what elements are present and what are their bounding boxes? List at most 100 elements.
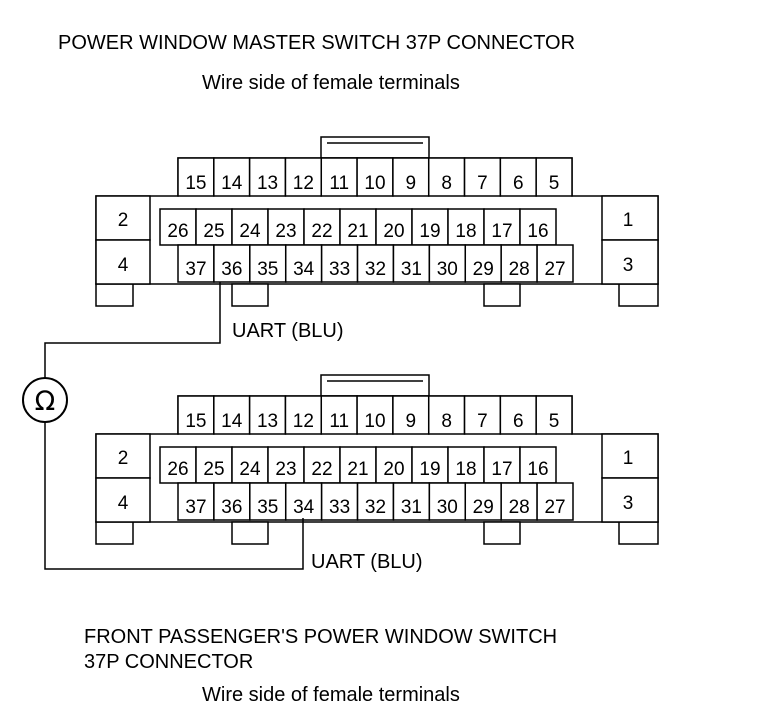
- terminal-cell: [159, 446, 197, 484]
- terminal-cell: [535, 395, 573, 435]
- terminal-label: 19: [419, 459, 440, 480]
- terminal-cell: [519, 208, 557, 246]
- terminal-label: 28: [509, 259, 530, 280]
- terminal-label: 12: [293, 411, 314, 432]
- terminal-cell: [284, 482, 323, 521]
- terminal-cell: [213, 157, 251, 197]
- terminal-label: 23: [275, 459, 296, 480]
- terminal-label: 32: [365, 259, 386, 280]
- latch-tab: [320, 374, 430, 397]
- terminal-cell: [356, 244, 395, 283]
- terminal-label: 20: [383, 221, 404, 242]
- terminal-label: 37: [185, 497, 206, 518]
- terminal-label: 35: [257, 259, 278, 280]
- terminal-label: 29: [473, 259, 494, 280]
- terminal-label: 18: [455, 459, 476, 480]
- bottom-connector-title-line2: 37P CONNECTOR: [84, 651, 254, 673]
- terminal-cell: [213, 395, 251, 435]
- terminal-label: 16: [527, 221, 548, 242]
- terminal-cell: [356, 157, 394, 197]
- locking-key: [95, 283, 134, 307]
- terminal-cell: [177, 244, 215, 283]
- terminal-label: 27: [544, 497, 565, 518]
- bottom-connector-subtitle: Wire side of female terminals: [202, 684, 460, 706]
- terminal-label: 2: [118, 448, 129, 469]
- top-connector-title: POWER WINDOW MASTER SWITCH 37P CONNECTOR: [58, 32, 576, 54]
- terminal-label: 31: [401, 259, 422, 280]
- terminal-label: 32: [365, 497, 386, 518]
- terminal-cell: [249, 482, 287, 521]
- terminal-label: 5: [549, 173, 560, 194]
- ohm-symbol-icon: Ω: [35, 386, 56, 417]
- terminal-label: 8: [441, 173, 452, 194]
- terminal-label: 11: [329, 411, 349, 432]
- terminal-cell: [267, 446, 305, 484]
- terminal-label: 20: [383, 459, 404, 480]
- terminal-cell: [213, 482, 251, 521]
- side-cell: [601, 477, 659, 523]
- terminal-cell: [536, 244, 574, 283]
- terminal-label: 15: [185, 173, 206, 194]
- ohmmeter-circle: [22, 377, 68, 423]
- terminal-label: 36: [221, 497, 242, 518]
- terminal-label: 6: [513, 411, 524, 432]
- terminal-cell: [303, 208, 341, 246]
- terminal-label: 7: [477, 411, 488, 432]
- terminal-label: 14: [221, 411, 243, 432]
- terminal-label: 11: [329, 173, 349, 194]
- terminal-label: 1: [623, 448, 634, 469]
- terminal-label: 17: [491, 221, 512, 242]
- terminal-label: 19: [419, 221, 440, 242]
- terminal-label: 27: [544, 259, 565, 280]
- terminal-label: 26: [167, 459, 188, 480]
- terminal-cell: [248, 157, 287, 197]
- locking-key: [618, 521, 659, 545]
- terminal-cell: [375, 446, 413, 484]
- terminal-cell: [339, 446, 377, 484]
- terminal-label: 16: [527, 459, 548, 480]
- locking-key: [231, 283, 269, 307]
- terminal-cell: [535, 157, 573, 197]
- terminal-label: 13: [257, 411, 278, 432]
- terminal-label: 36: [221, 259, 242, 280]
- terminal-label: 10: [364, 173, 385, 194]
- terminal-cell: [519, 446, 557, 484]
- terminal-label: 12: [293, 173, 314, 194]
- terminal-cell: [536, 482, 574, 521]
- terminal-cell: [464, 244, 502, 283]
- locking-key: [231, 521, 269, 545]
- terminal-label: 34: [293, 497, 315, 518]
- side-cell: [601, 239, 659, 285]
- terminal-cell: [177, 482, 215, 521]
- terminal-cell: [284, 395, 323, 435]
- test-wiring: [44, 282, 304, 570]
- terminal-cell: [195, 208, 233, 246]
- terminal-label: 29: [473, 497, 494, 518]
- top-connector-subtitle: Wire side of female terminals: [202, 72, 460, 94]
- terminal-label: 26: [167, 221, 188, 242]
- terminal-label: 17: [491, 459, 512, 480]
- terminal-cell: [320, 157, 358, 197]
- terminal-label: 30: [437, 259, 458, 280]
- terminal-cell: [499, 157, 537, 197]
- bottom-wire-label: UART (BLU): [311, 551, 423, 573]
- terminal-label: 33: [329, 259, 350, 280]
- terminal-label: 1: [623, 210, 634, 231]
- terminal-cell: [463, 157, 502, 197]
- terminal-label: 33: [329, 497, 350, 518]
- terminal-label: 30: [437, 497, 458, 518]
- terminal-cell: [159, 208, 197, 246]
- terminal-label: 31: [401, 497, 422, 518]
- terminal-label: 8: [441, 411, 452, 432]
- locking-key: [483, 283, 521, 307]
- terminal-label: 21: [347, 459, 368, 480]
- top-probe-wire: [44, 282, 221, 378]
- terminal-label: 28: [509, 497, 530, 518]
- terminal-label: 13: [257, 173, 278, 194]
- terminal-cell: [500, 244, 538, 283]
- locking-key: [618, 283, 659, 307]
- terminal-cell: [320, 482, 359, 521]
- terminal-label: 23: [275, 221, 296, 242]
